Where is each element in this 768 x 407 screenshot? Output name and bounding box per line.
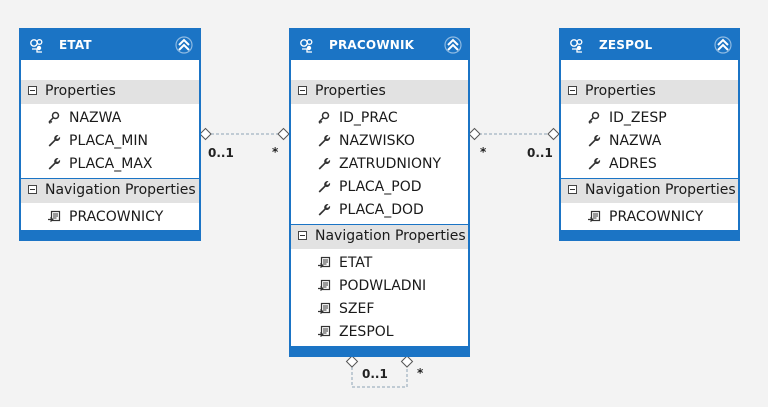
section-toggle-icon[interactable]: [298, 231, 307, 240]
key-icon: [317, 111, 331, 125]
key-icon: [587, 111, 601, 125]
properties-label: Properties: [45, 83, 116, 99]
wrench-icon: [317, 180, 331, 194]
property-list: ID_PRAC NAZWISKO ZATRUDNIONY PLACA_POD P…: [291, 104, 468, 224]
entity-pracownik[interactable]: PRACOWNIK Properties ID_PRAC NAZWISKO ZA…: [289, 28, 470, 357]
entity-title: ZESPOL: [599, 38, 653, 52]
entity-type-icon: [299, 37, 315, 53]
property-list: NAZWA PLACA_MIN PLACA_MAX: [21, 104, 199, 178]
collapse-icon[interactable]: [714, 36, 732, 54]
navigation-property-icon: [47, 210, 61, 224]
navigation-item[interactable]: PODWLADNI: [291, 275, 468, 298]
diamond-self-b: [400, 355, 414, 368]
entity-etat[interactable]: ETAT Properties NAZWA PLACA_MIN PLACA_MA…: [19, 28, 201, 241]
navigation-item[interactable]: ZESPOL: [291, 321, 468, 344]
entity-type-icon: [569, 37, 585, 53]
wrench-icon: [587, 157, 601, 171]
navigation-item[interactable]: ETAT: [291, 252, 468, 275]
entity-footer: [21, 230, 199, 239]
section-toggle-icon[interactable]: [568, 86, 577, 95]
entity-type-icon: [29, 37, 45, 53]
property-item[interactable]: NAZWISKO: [291, 130, 468, 153]
wrench-icon: [47, 134, 61, 148]
navigation-list: PRACOWNICY: [561, 203, 738, 231]
properties-section-header[interactable]: Properties: [21, 80, 199, 104]
navigation-property-icon: [317, 256, 331, 270]
multiplicity-etat: 0..1: [208, 146, 234, 160]
collapse-icon[interactable]: [175, 36, 193, 54]
entity-footer: [561, 230, 738, 239]
collapse-icon[interactable]: [444, 36, 462, 54]
navigation-item[interactable]: PRACOWNICY: [21, 206, 199, 229]
diamond-etat: [199, 127, 212, 141]
property-item[interactable]: ID_ZESP: [561, 107, 738, 130]
diamond-pracownik-right: [468, 127, 481, 141]
multiplicity-zespol: 0..1: [527, 146, 553, 160]
properties-section-header[interactable]: Properties: [561, 80, 738, 104]
entity-header[interactable]: ZESPOL: [561, 30, 738, 60]
wrench-icon: [317, 157, 331, 171]
properties-label: Properties: [315, 83, 386, 99]
entity-footer: [291, 346, 468, 355]
navigation-label: Navigation Properties: [585, 182, 736, 198]
key-icon: [47, 111, 61, 125]
property-list: ID_ZESP NAZWA ADRES: [561, 104, 738, 178]
multiplicity-self-szef: 0..1: [362, 367, 388, 381]
wrench-icon: [47, 157, 61, 171]
property-item[interactable]: NAZWA: [21, 107, 199, 130]
navigation-list: ETAT PODWLADNI SZEF ZESPOL: [291, 249, 468, 346]
diamond-zespol: [547, 127, 560, 141]
property-item[interactable]: ADRES: [561, 153, 738, 176]
navigation-section-header[interactable]: Navigation Properties: [291, 225, 468, 249]
property-item[interactable]: PLACA_DOD: [291, 199, 468, 222]
navigation-property-icon: [317, 279, 331, 293]
diamond-self-a: [345, 355, 359, 368]
section-toggle-icon[interactable]: [28, 86, 37, 95]
multiplicity-self-podwladni: *: [417, 366, 424, 380]
navigation-section-header[interactable]: Navigation Properties: [561, 179, 738, 203]
navigation-label: Navigation Properties: [315, 228, 466, 244]
property-item[interactable]: ID_PRAC: [291, 107, 468, 130]
navigation-item[interactable]: SZEF: [291, 298, 468, 321]
entity-header[interactable]: ETAT: [21, 30, 199, 60]
navigation-property-icon: [317, 325, 331, 339]
property-item[interactable]: NAZWA: [561, 130, 738, 153]
diamond-pracownik-left: [277, 127, 290, 141]
section-toggle-icon[interactable]: [568, 185, 577, 194]
property-item[interactable]: ZATRUDNIONY: [291, 153, 468, 176]
property-item[interactable]: PLACA_MIN: [21, 130, 199, 153]
navigation-section-header[interactable]: Navigation Properties: [21, 179, 199, 203]
property-item[interactable]: PLACA_MAX: [21, 153, 199, 176]
section-toggle-icon[interactable]: [298, 86, 307, 95]
navigation-label: Navigation Properties: [45, 182, 196, 198]
navigation-property-icon: [587, 210, 601, 224]
property-item[interactable]: PLACA_POD: [291, 176, 468, 199]
multiplicity-pracownik-zespol: *: [480, 145, 487, 159]
multiplicity-pracownik-etat: *: [272, 145, 279, 159]
properties-section-header[interactable]: Properties: [291, 80, 468, 104]
wrench-icon: [317, 134, 331, 148]
section-divider: [291, 224, 468, 225]
entity-title: ETAT: [59, 38, 92, 52]
entity-header[interactable]: PRACOWNIK: [291, 30, 468, 60]
section-toggle-icon[interactable]: [28, 185, 37, 194]
entity-zespol[interactable]: ZESPOL Properties ID_ZESP NAZWA ADRES Na…: [559, 28, 740, 241]
section-divider: [21, 178, 199, 179]
section-divider: [561, 178, 738, 179]
properties-label: Properties: [585, 83, 656, 99]
navigation-property-icon: [317, 302, 331, 316]
navigation-item[interactable]: PRACOWNICY: [561, 206, 738, 229]
wrench-icon: [587, 134, 601, 148]
entity-title: PRACOWNIK: [329, 38, 415, 52]
wrench-icon: [317, 203, 331, 217]
navigation-list: PRACOWNICY: [21, 203, 199, 231]
